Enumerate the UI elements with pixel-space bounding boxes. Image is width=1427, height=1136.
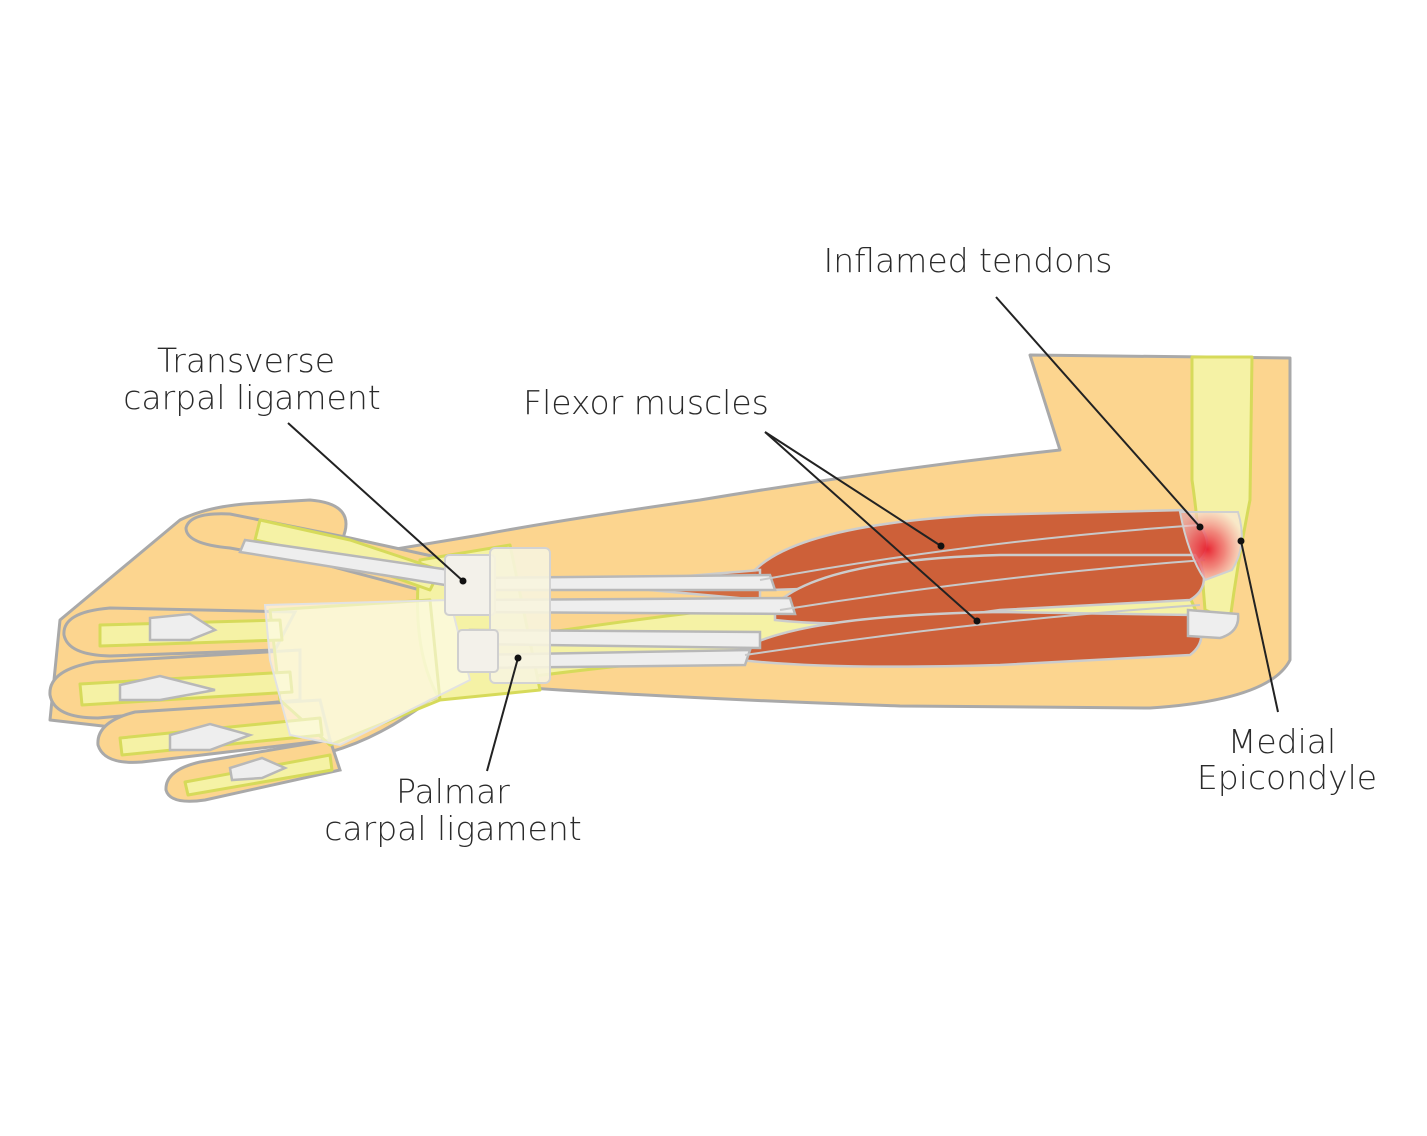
muscle-bottom: [738, 610, 1203, 668]
tendon-finger-c: [168, 722, 255, 752]
tendon-finger-d: [228, 756, 289, 782]
tendons: [118, 538, 1240, 782]
label-flexor-muscles: Flexor muscles: [523, 383, 769, 422]
label-medial-line1: Medial: [1228, 722, 1336, 761]
transverse-carpal-ligament: [444, 554, 496, 616]
leader-inflamed: [995, 296, 1201, 528]
leader-flexor-b: [764, 431, 978, 622]
label-medial-line2: Epicondyle: [1197, 758, 1377, 797]
leader-medial: [1240, 540, 1279, 713]
label-transverse-line1: Transverse: [157, 341, 335, 380]
label-palmar-line1: Palmar: [396, 772, 510, 811]
tendon-elbow: [1186, 608, 1240, 640]
palmar-carpal-ligament: [489, 547, 551, 684]
ligaments: [444, 547, 551, 684]
inflamed-tendons-region: [1178, 511, 1243, 582]
carpal-ligament-band: [457, 629, 499, 673]
leader-lines: [287, 296, 1279, 772]
leader-palmar: [486, 657, 519, 772]
palm-sheath: [263, 598, 472, 747]
flexor-muscles: [637, 508, 1209, 668]
label-palmar-line2: carpal ligament: [324, 809, 581, 848]
leader-transverse: [287, 422, 464, 582]
tendon-lines: [744, 524, 1206, 656]
label-inflamed-tendons: Inflamed tendons: [824, 241, 1113, 280]
tendon-finger-b: [118, 674, 216, 702]
leader-dots: [459, 523, 1245, 662]
leader-flexor-a: [764, 431, 942, 547]
label-transverse-line2: carpal ligament: [123, 378, 380, 417]
tendon-finger-a: [148, 612, 218, 642]
